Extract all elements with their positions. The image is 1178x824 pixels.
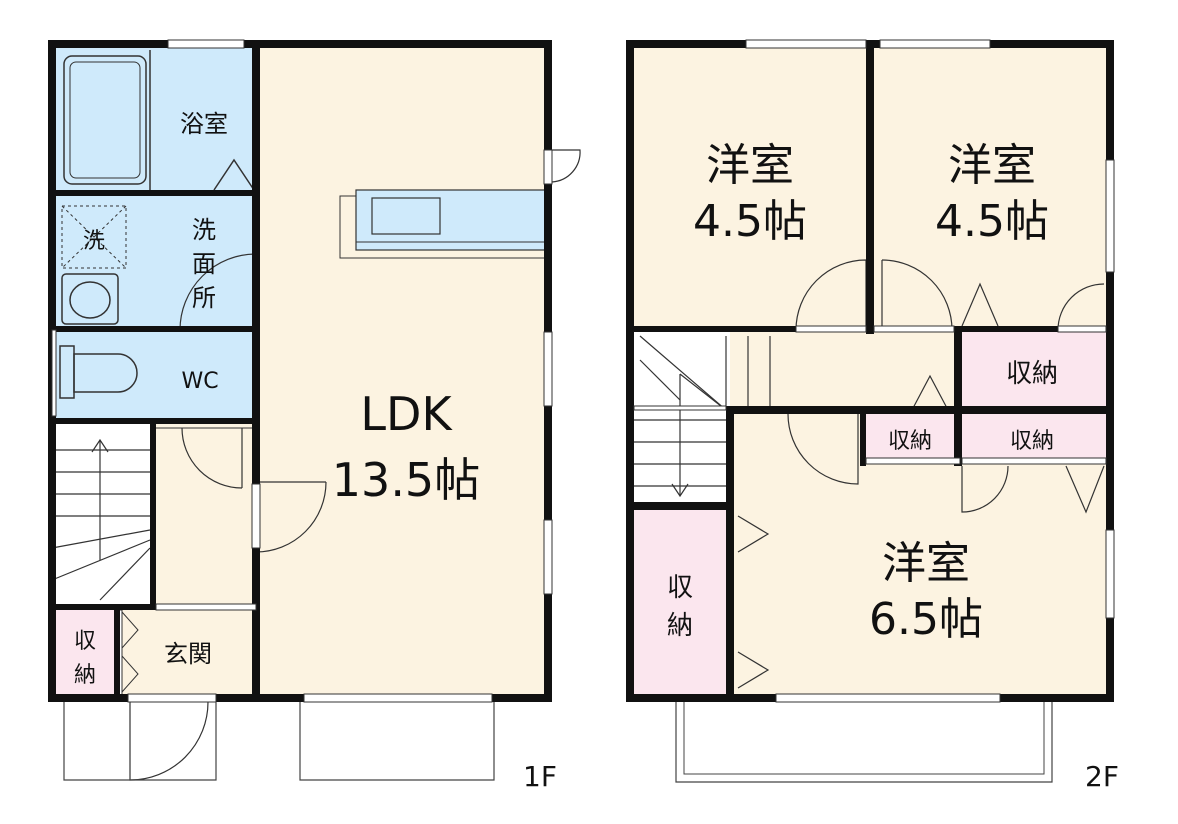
storage-1f-label-2: 納 bbox=[74, 663, 96, 688]
wc-floor bbox=[52, 330, 256, 422]
storage-mid-left-floor bbox=[864, 414, 958, 462]
hall-floor bbox=[156, 422, 256, 608]
stair-1f bbox=[52, 422, 156, 608]
room-b-floor bbox=[874, 44, 1110, 330]
labels-2f: 洋室 4.5帖 洋室 4.5帖 洋室 6.5帖 収納 収納 収納 収 納 2F bbox=[667, 140, 1119, 793]
room-b-size-label: 4.5帖 bbox=[935, 196, 1049, 247]
storage-top-label: 収納 bbox=[1006, 359, 1058, 389]
labels-1f: 浴室 洗 面 所 洗 WC LDK 13.5帖 玄関 収 納 1F bbox=[74, 110, 557, 793]
entrance-floor bbox=[120, 608, 256, 698]
storage-mid-left-label: 収納 bbox=[888, 429, 932, 454]
washer-label: 洗 bbox=[83, 229, 105, 254]
ldk-size-label: 13.5帖 bbox=[332, 453, 480, 507]
room-a-name-label: 洋室 bbox=[706, 140, 794, 191]
room-c-name-label: 洋室 bbox=[882, 538, 970, 589]
storage-top-floor bbox=[960, 330, 1110, 410]
room-b-name-label: 洋室 bbox=[948, 140, 1036, 191]
bathtub bbox=[63, 55, 147, 185]
stair-steps-2f bbox=[630, 335, 771, 498]
washroom-label-3: 所 bbox=[192, 284, 216, 312]
storage-1f-label-1: 収 bbox=[74, 629, 96, 654]
windows-1f bbox=[51, 39, 553, 703]
washroom-label-2: 面 bbox=[192, 250, 216, 278]
storage-mid-right-floor bbox=[958, 414, 1108, 462]
floor-1 bbox=[48, 39, 581, 781]
kitchen-counter bbox=[339, 189, 547, 259]
room-a-size-label: 4.5帖 bbox=[693, 196, 807, 247]
balcony bbox=[675, 702, 1053, 783]
storage-mid-right-label: 収納 bbox=[1010, 429, 1054, 454]
windows-2f bbox=[633, 39, 1115, 703]
washroom-label-1: 洗 bbox=[192, 216, 216, 244]
entrance-label: 玄関 bbox=[164, 640, 212, 668]
washroom-floor bbox=[52, 194, 256, 330]
ldk-floor bbox=[256, 44, 548, 698]
floor-1-label: 1F bbox=[523, 760, 557, 793]
bath-label: 浴室 bbox=[180, 110, 228, 138]
storage-left-floor bbox=[630, 506, 730, 698]
doors-2f bbox=[737, 259, 1105, 689]
storage-1f-floor bbox=[52, 608, 118, 698]
toilet bbox=[59, 345, 138, 399]
room-a-floor bbox=[630, 44, 874, 330]
stair-steps-1f bbox=[51, 438, 156, 601]
wc-label: WC bbox=[181, 369, 218, 394]
floor-2 bbox=[626, 39, 1115, 783]
room-c-size-label: 6.5帖 bbox=[869, 594, 983, 645]
washer bbox=[61, 205, 127, 269]
storage-left-label-2: 納 bbox=[667, 611, 693, 641]
wash-basin bbox=[61, 273, 119, 325]
storage-left-label-1: 収 bbox=[667, 573, 693, 603]
bath-floor bbox=[52, 44, 256, 194]
ldk-name-label: LDK bbox=[360, 387, 453, 441]
floor-2-label: 2F bbox=[1085, 760, 1119, 793]
